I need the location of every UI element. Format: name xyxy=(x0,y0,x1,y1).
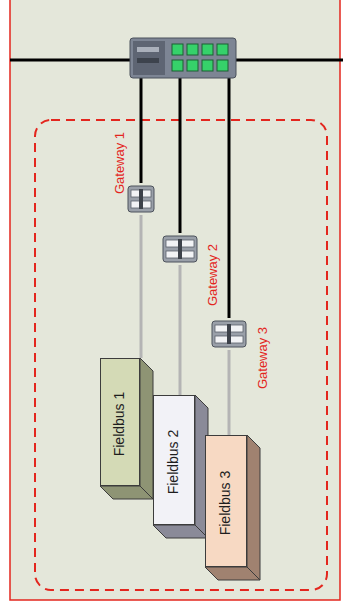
box-bottom xyxy=(153,525,208,538)
area-border xyxy=(10,0,340,600)
uplink-line xyxy=(228,76,231,318)
box-side xyxy=(140,358,153,499)
gateway-body xyxy=(128,186,154,212)
box-bottom xyxy=(100,486,153,499)
fieldbus-box: Fieldbus 3 xyxy=(205,435,260,580)
gateway-label: Gateway 1 xyxy=(113,132,127,194)
box-side xyxy=(247,435,260,580)
switch-ports xyxy=(172,44,228,71)
gateway-label: Gateway 2 xyxy=(206,244,220,306)
gateway-divider xyxy=(178,239,182,259)
fieldbus-box: Fieldbus 2 xyxy=(153,395,208,538)
switch-slot xyxy=(137,58,159,63)
gateway-divider xyxy=(227,324,231,344)
switch-slot xyxy=(137,47,159,52)
fieldbus-label: Fieldbus 2 xyxy=(166,430,181,495)
gateway-symbol xyxy=(211,318,247,350)
switch-panel xyxy=(133,41,165,75)
gateway-symbol xyxy=(162,233,198,265)
fieldbus-link xyxy=(140,215,143,358)
gateway-symbol xyxy=(127,183,155,215)
box-front xyxy=(154,396,195,525)
gateway-body xyxy=(163,236,197,262)
gateway-node: Gateway 2 xyxy=(162,233,198,265)
gateway-body xyxy=(212,321,246,347)
fieldbus-label: Fieldbus 1 xyxy=(112,392,127,457)
switch-body xyxy=(130,38,236,78)
uplink-line xyxy=(140,76,143,183)
fieldbus-box: Fieldbus 1 xyxy=(100,358,153,499)
switch-symbol xyxy=(130,38,236,78)
gateway-label: Gateway 3 xyxy=(256,327,270,389)
fieldbus-link xyxy=(228,350,231,435)
fieldbus-label: Fieldbus 3 xyxy=(218,471,233,536)
uplink-line xyxy=(179,76,182,233)
gateway-node: Gateway 3 xyxy=(211,318,247,350)
box-front xyxy=(101,359,140,486)
gateway-node: Gateway 1 xyxy=(127,183,155,215)
fieldbus-link xyxy=(179,265,182,395)
gateway-divider xyxy=(139,189,143,209)
box-front xyxy=(206,436,247,567)
box-bottom xyxy=(205,567,260,580)
